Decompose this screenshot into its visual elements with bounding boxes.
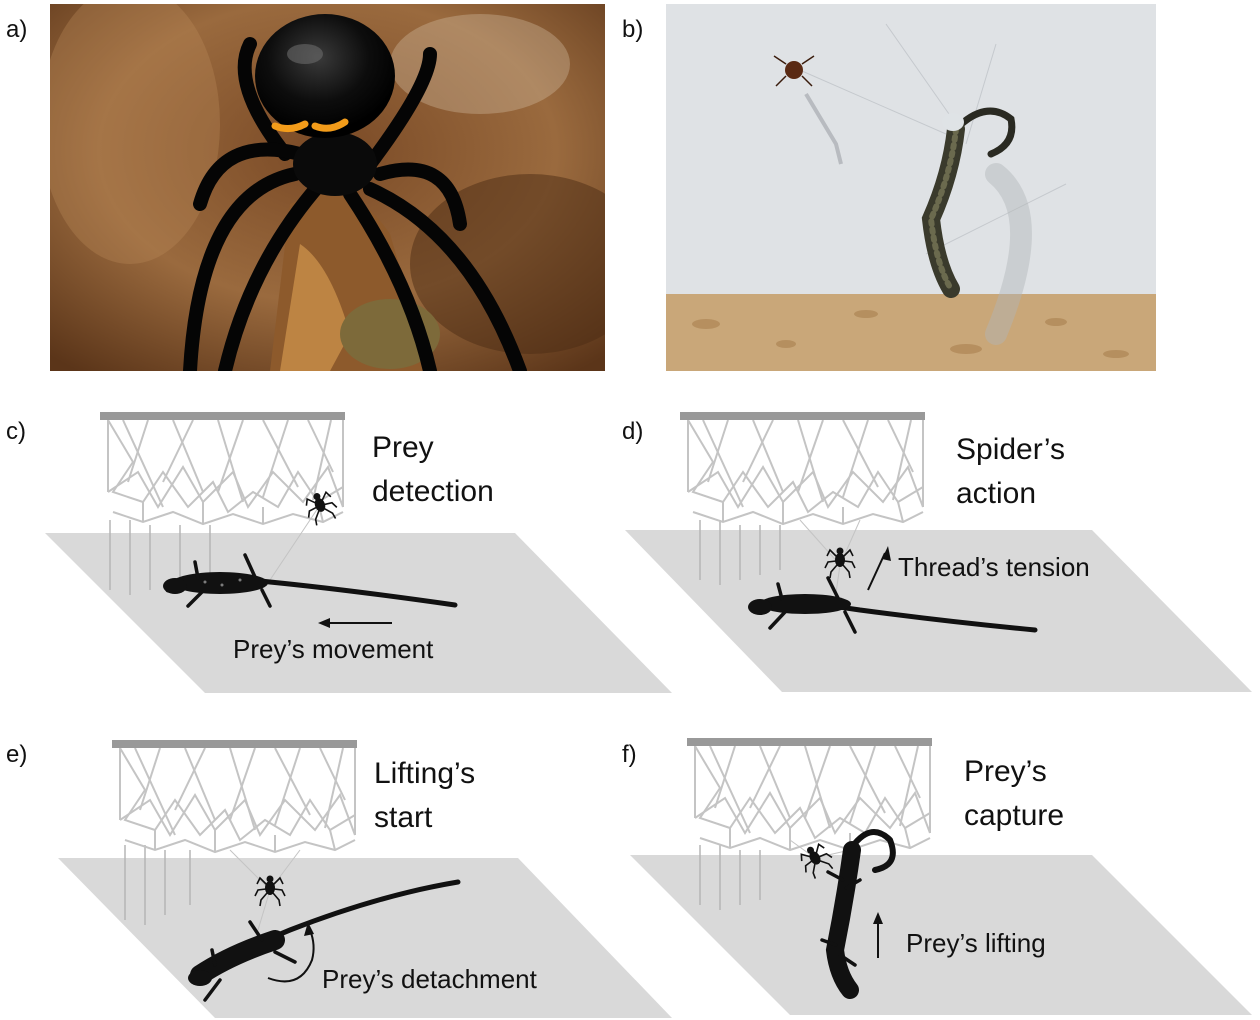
stage-title-e: Lifting’s start xyxy=(374,752,475,840)
annotation-prey-detachment: Prey’s detachment xyxy=(322,966,537,992)
annotation-prey-lifting: Prey’s lifting xyxy=(906,930,1046,956)
stage-title-f: Prey’s capture xyxy=(964,750,1064,838)
stage-title-e-line1: Lifting’s xyxy=(374,752,475,796)
stage-title-e-line2: start xyxy=(374,796,475,840)
annotation-thread-tension: Thread’s tension xyxy=(898,554,1090,580)
stage-title-c: Prey detection xyxy=(372,426,494,514)
stage-title-d-line2: action xyxy=(956,472,1065,516)
annotation-prey-movement: Prey’s movement xyxy=(233,636,433,662)
stage-title-f-line2: capture xyxy=(964,794,1064,838)
stage-title-c-line2: detection xyxy=(372,470,494,514)
scene-f xyxy=(630,738,1252,1015)
stage-title-d-line1: Spider’s xyxy=(956,428,1065,472)
stage-title-d: Spider’s action xyxy=(956,428,1065,516)
stage-title-c-line1: Prey xyxy=(372,426,494,470)
stage-title-f-line1: Prey’s xyxy=(964,750,1064,794)
